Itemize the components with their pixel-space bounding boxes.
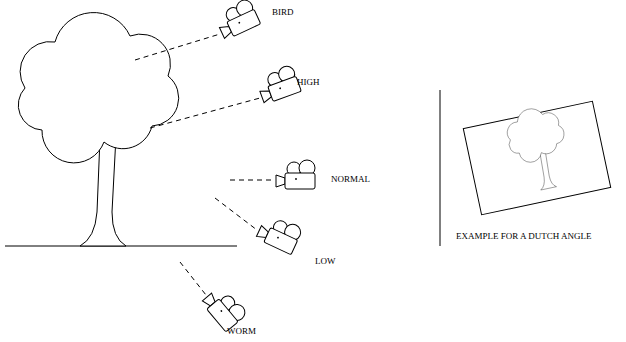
angle-label: LOW	[315, 257, 336, 266]
angle-label: BIRD	[272, 8, 294, 17]
angle-label: HIGH	[297, 78, 320, 87]
cameras	[201, 0, 315, 332]
dutch-angle-frame	[462, 96, 611, 215]
sight-lines	[135, 34, 274, 295]
angle-label: WORM	[227, 327, 256, 336]
caption-text: EXAMPLE FOR A DUTCH ANGLE	[456, 232, 592, 241]
tree	[18, 13, 178, 246]
divider	[440, 90, 441, 246]
angle-label: NORMAL	[331, 175, 370, 184]
